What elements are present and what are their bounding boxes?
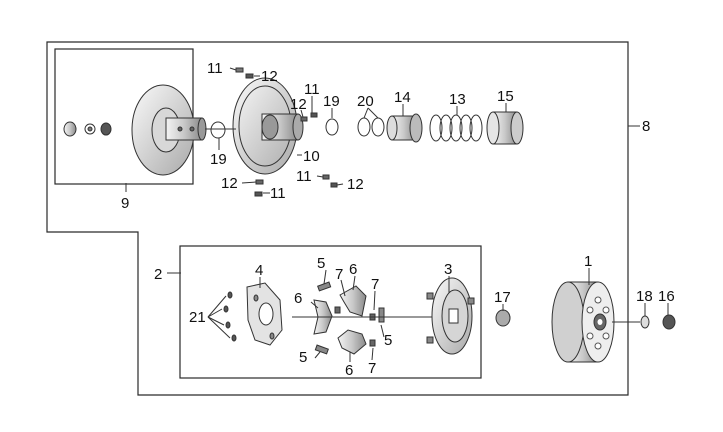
label-9: 9	[121, 195, 129, 212]
label-7-a: 7	[335, 266, 343, 283]
label-20: 20	[357, 93, 374, 110]
clutch-bell-1	[551, 281, 615, 363]
assembly-frame-outline	[46, 41, 629, 396]
label-12-d: 12	[347, 176, 364, 193]
label-7-c: 7	[368, 360, 376, 377]
label-2: 2	[154, 266, 162, 283]
washer-19-left	[210, 121, 226, 139]
clutch-assembly-frame	[179, 245, 482, 379]
label-5-c: 5	[299, 349, 307, 366]
label-12-b: 12	[290, 96, 307, 113]
label-14: 14	[394, 89, 411, 106]
spring-seat-15	[486, 111, 524, 145]
label-19-a: 19	[323, 93, 340, 110]
label-8: 8	[642, 118, 650, 135]
clutch-shoe-6-bottom	[337, 329, 367, 355]
label-1: 1	[584, 253, 592, 270]
label-19-b: 19	[210, 151, 227, 168]
spring-13	[429, 114, 483, 142]
part-number-labels: 1 2 3 4 5 5 5 6 6 6 7 7 7 8 9 10 11 11 1…	[121, 60, 675, 379]
label-5-b: 5	[384, 332, 392, 349]
o-rings-20	[357, 117, 385, 137]
label-21: 21	[189, 309, 206, 326]
label-12-a: 12	[261, 68, 278, 85]
label-17: 17	[494, 289, 511, 306]
label-15: 15	[497, 88, 514, 105]
seal-17	[495, 309, 511, 327]
label-11-d: 11	[296, 168, 312, 185]
label-6-b: 6	[294, 290, 302, 307]
label-11-b: 11	[304, 81, 320, 98]
label-6-a: 6	[349, 261, 357, 278]
label-10: 10	[303, 148, 320, 165]
label-5-a: 5	[317, 255, 325, 272]
label-11-c: 11	[270, 185, 286, 202]
guide-pins	[235, 67, 338, 197]
pins-21	[223, 291, 237, 342]
clutch-backplate-3	[426, 277, 475, 355]
nut-16	[662, 314, 676, 330]
washer-19-right	[325, 118, 339, 136]
label-4: 4	[255, 262, 263, 279]
washer-18	[640, 315, 650, 329]
label-13: 13	[449, 91, 466, 108]
clutch-shoe-6-top	[339, 285, 367, 317]
label-16: 16	[658, 288, 675, 305]
label-6-c: 6	[345, 362, 353, 379]
label-7-b: 7	[371, 276, 379, 293]
drive-pulley-parts	[63, 84, 207, 176]
springs-5	[314, 281, 385, 355]
label-12-c: 12	[221, 175, 238, 192]
driven-face-10	[232, 77, 304, 175]
label-18: 18	[636, 288, 653, 305]
label-3: 3	[444, 261, 452, 278]
label-11-a: 11	[207, 60, 223, 77]
collar-14	[386, 113, 423, 143]
leader-lines	[125, 67, 669, 362]
